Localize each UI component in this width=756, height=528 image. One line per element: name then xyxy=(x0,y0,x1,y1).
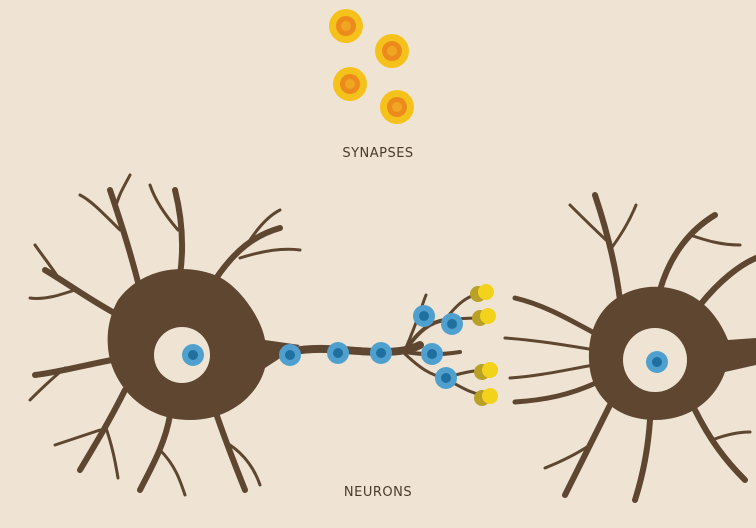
synapse-terminal-icon xyxy=(470,284,494,302)
synapse-legend xyxy=(329,9,414,124)
signal-dot-icon xyxy=(435,367,457,389)
signal-dot-icon xyxy=(413,305,435,327)
signal-dot-icon xyxy=(370,342,392,364)
signal-dot-icon xyxy=(441,313,463,335)
synapses-label: SYNAPSES xyxy=(0,146,756,161)
axon xyxy=(290,345,420,352)
neurons-label: NEURONS xyxy=(0,485,756,500)
signal-dot-icon xyxy=(327,342,349,364)
neuron-cell-icon xyxy=(505,195,756,500)
synapse-dot-icon xyxy=(329,9,363,43)
synapse-terminals xyxy=(470,284,498,406)
synapse-terminal-icon xyxy=(474,388,498,406)
signal-dot-icon xyxy=(646,351,668,373)
signal-dot-icon xyxy=(421,343,443,365)
neuron-cell-icon xyxy=(30,175,490,495)
signal-dot-icon xyxy=(182,344,204,366)
synapse-dot-icon xyxy=(380,90,414,124)
synapse-terminal-icon xyxy=(474,362,498,380)
synapse-dot-icon xyxy=(375,34,409,68)
synapse-terminal-icon xyxy=(472,308,496,326)
synapse-dot-icon xyxy=(333,67,367,101)
signal-dot-icon xyxy=(279,344,301,366)
